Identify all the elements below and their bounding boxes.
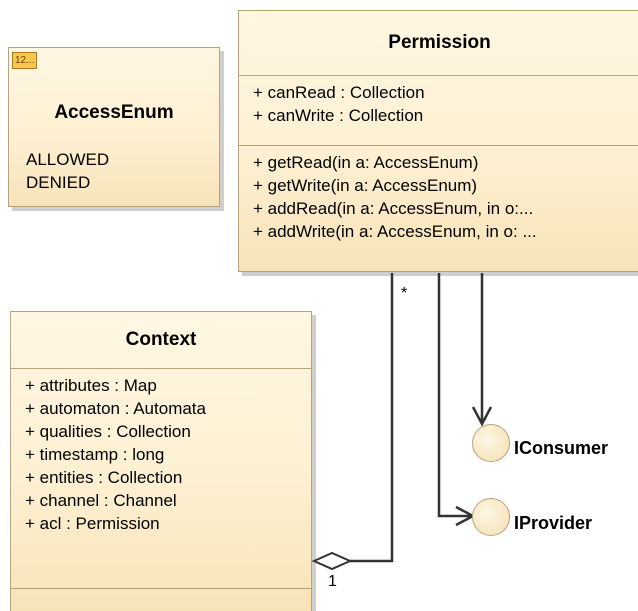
attribute-row: + canWrite : Collection [253, 106, 424, 125]
enum-literal-allowed: ALLOWED [26, 150, 110, 169]
multiplicity-one: 1 [328, 573, 337, 590]
iconsumer-label: IConsumer [514, 438, 609, 458]
access-enum-title: AccessEnum [54, 102, 174, 123]
enum-literal-denied: DENIED [26, 173, 91, 192]
dependency-line-provider[interactable] [437, 273, 472, 518]
attribute-row: + canRead : Collection [253, 83, 425, 102]
permission-attributes-compartment: + canRead : Collection + canWrite : Coll… [239, 75, 638, 145]
enum-badge-text: 12... [15, 55, 35, 66]
attribute-row: + channel : Channel [25, 491, 177, 510]
operation-row: + getRead(in a: AccessEnum) [253, 153, 479, 172]
attribute-row: + acl : Permission [25, 514, 160, 533]
operation-row: + getWrite(in a: AccessEnum) [253, 176, 478, 195]
attribute-row: + qualities : Collection [25, 422, 191, 441]
permission-class[interactable]: Permission + canRead : Collection + canW… [238, 10, 638, 272]
access-enum-class[interactable]: 12... AccessEnum ALLOWED DENIED [8, 47, 220, 207]
permission-operations-compartment: + getRead(in a: AccessEnum) + getWrite(i… [239, 145, 638, 247]
arrowhead-consumer [471, 406, 493, 427]
context-attributes-compartment: + attributes : Map + automaton : Automat… [11, 368, 311, 588]
iprovider-label: IProvider [514, 513, 593, 533]
operation-row: + addRead(in a: AccessEnum, in o:... [253, 199, 534, 218]
attribute-row: + timestamp : long [25, 445, 165, 464]
attribute-row: + attributes : Map [25, 376, 157, 395]
iprovider-interface-icon[interactable] [472, 498, 510, 536]
operation-row: + addWrite(in a: AccessEnum, in o: ... [253, 222, 537, 241]
iconsumer-interface-icon[interactable] [472, 424, 510, 462]
aggregation-diamond [311, 551, 353, 571]
attribute-row: + automaton : Automata [25, 399, 206, 418]
context-class[interactable]: Context + attributes : Map + automaton :… [10, 311, 312, 611]
multiplicity-star: * [401, 285, 408, 302]
attribute-row: + entities : Collection [25, 468, 183, 487]
context-class-title: Context [125, 329, 197, 350]
permission-class-title: Permission [388, 32, 491, 53]
association-line[interactable] [350, 273, 394, 563]
context-operations-compartment [11, 588, 311, 611]
enum-badge: 12... [12, 52, 38, 69]
